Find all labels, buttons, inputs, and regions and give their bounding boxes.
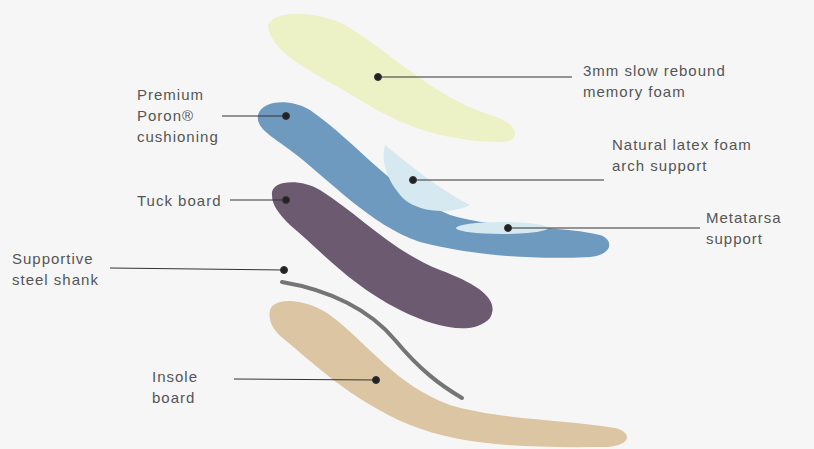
leader-line xyxy=(234,379,376,380)
part-label: 3mm slow rebound memory foam xyxy=(583,60,758,102)
leader-line xyxy=(378,77,572,78)
part-label: Premium Poron® cushioning xyxy=(137,84,237,147)
leader-line xyxy=(110,268,284,270)
arch-support-pad xyxy=(384,145,470,211)
leader-line xyxy=(230,200,286,201)
part-label: Tuck board xyxy=(137,190,221,211)
leader-dot xyxy=(375,74,382,81)
part-label: Supportive steel shank xyxy=(12,248,112,290)
leader-dot xyxy=(283,113,290,120)
insole-board-layer xyxy=(270,301,627,447)
part-label: Insole board xyxy=(152,366,222,408)
part-label: Metatarsa support xyxy=(706,207,801,249)
steel-shank xyxy=(282,282,462,398)
leader-line xyxy=(413,180,604,181)
leader-line xyxy=(222,116,286,117)
part-label: Natural latex foam arch support xyxy=(612,134,762,176)
leader-dot xyxy=(283,197,290,204)
leader-dot xyxy=(281,267,288,274)
leader-dot xyxy=(505,225,512,232)
leader-dot xyxy=(373,377,380,384)
leader-line xyxy=(508,228,700,229)
leader-dot xyxy=(410,177,417,184)
